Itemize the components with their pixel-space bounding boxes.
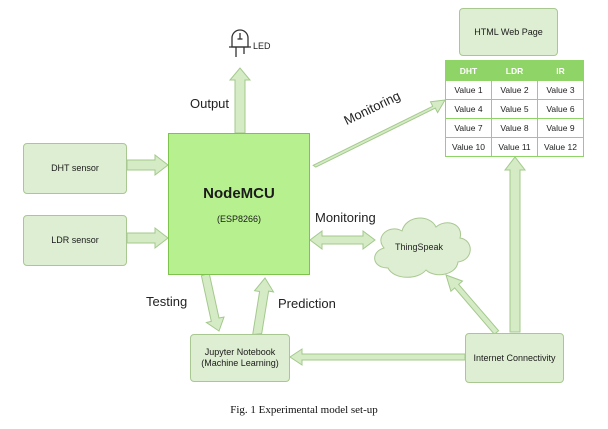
- table-cell: Value 1: [445, 80, 492, 100]
- edge-label-prediction: Prediction: [278, 296, 336, 311]
- arrow-nodemcu-to-html: [312, 99, 446, 168]
- table-cell: Value 12: [537, 137, 584, 157]
- table-row: Value 10 Value 11 Value 12: [445, 137, 584, 157]
- table-header: IR: [537, 60, 584, 81]
- table-cell: Value 10: [445, 137, 492, 157]
- table-header: DHT: [445, 60, 492, 81]
- internet-node: Internet Connectivity: [465, 333, 564, 383]
- ldr-sensor-label: LDR sensor: [51, 235, 99, 245]
- arrow-nodemcu-to-led: [228, 67, 252, 134]
- jupyter-node: Jupyter Notebook (Machine Learning): [190, 334, 290, 382]
- dht-sensor-label: DHT sensor: [51, 163, 99, 173]
- ldr-sensor-node: LDR sensor: [23, 215, 127, 266]
- nodemcu-node: NodeMCU (ESP8266): [168, 133, 310, 275]
- arrow-internet-to-html: [503, 156, 527, 333]
- figure-caption: Fig. 1 Experimental model set-up: [230, 404, 378, 416]
- arrow-dht-to-nodemcu: [126, 153, 169, 177]
- internet-label: Internet Connectivity: [473, 352, 556, 363]
- arrow-ldr-to-nodemcu: [126, 226, 169, 250]
- arrow-internet-to-thingspeak: [445, 274, 500, 336]
- edge-label-monitoring-thingspeak: Monitoring: [315, 210, 376, 225]
- jupyter-label-line1: Jupyter Notebook: [204, 347, 276, 357]
- table-cell: Value 6: [537, 99, 584, 119]
- html-page-node: HTML Web Page: [459, 8, 558, 56]
- table-header: LDR: [491, 60, 538, 81]
- thingspeak-cloud: [374, 217, 471, 278]
- edge-label-output: Output: [190, 96, 230, 111]
- table-cell: Value 3: [537, 80, 584, 100]
- table-header-row: DHT LDR IR: [445, 60, 584, 81]
- led-icon: [229, 29, 251, 57]
- arrow-prediction: [252, 277, 275, 336]
- arrow-nodemcu-thingspeak: [309, 230, 376, 250]
- table-row: Value 1 Value 2 Value 3: [445, 80, 584, 100]
- values-table: DHT LDR IR Value 1 Value 2 Value 3 Value…: [445, 60, 584, 157]
- led-label: LED: [253, 41, 271, 51]
- nodemcu-subtitle: (ESP8266): [216, 213, 262, 224]
- dht-sensor-node: DHT sensor: [23, 143, 127, 194]
- table-cell: Value 11: [491, 137, 538, 157]
- jupyter-label-line2: (Machine Learning): [201, 358, 279, 368]
- table-cell: Value 7: [445, 118, 492, 138]
- html-page-label: HTML Web Page: [474, 26, 543, 37]
- arrow-internet-to-jupyter: [289, 348, 466, 366]
- table-cell: Value 8: [491, 118, 538, 138]
- table-cell: Value 2: [491, 80, 538, 100]
- table-row: Value 4 Value 5 Value 6: [445, 99, 584, 119]
- thingspeak-label: ThingSpeak: [395, 242, 444, 252]
- edge-label-testing: Testing: [146, 294, 188, 309]
- table-cell: Value 9: [537, 118, 584, 138]
- table-cell: Value 4: [445, 99, 492, 119]
- nodemcu-title: NodeMCU: [203, 184, 275, 202]
- table-row: Value 7 Value 8 Value 9: [445, 118, 584, 138]
- table-cell: Value 5: [491, 99, 538, 119]
- arrow-testing: [200, 272, 225, 332]
